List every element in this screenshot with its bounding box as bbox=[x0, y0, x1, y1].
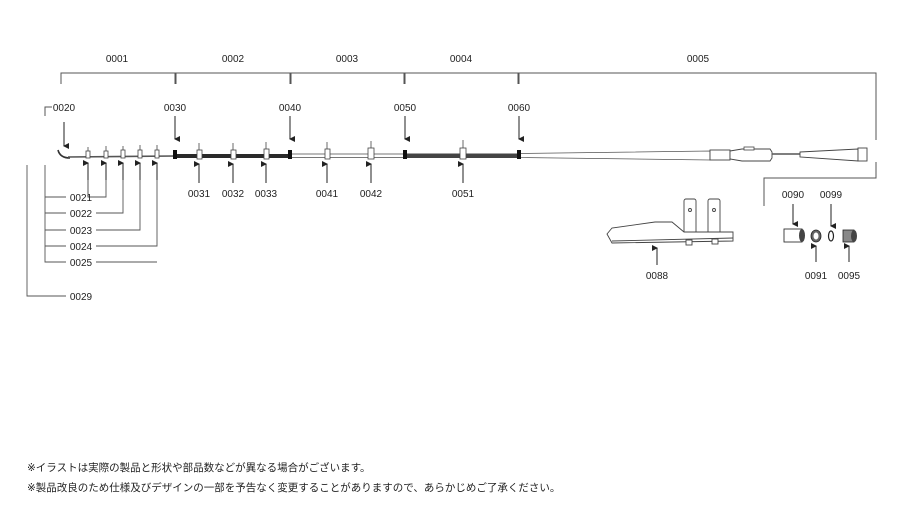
point-label-0050: 0050 bbox=[394, 103, 417, 114]
guide-label-0029: 0029 bbox=[70, 292, 93, 303]
rod-section-0003 bbox=[289, 153, 406, 158]
guide-0031 bbox=[196, 143, 203, 160]
part-0090 bbox=[783, 228, 805, 243]
point-label-0030: 0030 bbox=[164, 103, 187, 114]
guide-0042 bbox=[367, 141, 375, 160]
guide-0033 bbox=[263, 142, 270, 160]
rod-section-0005 bbox=[518, 150, 711, 161]
guide-label-0021: 0021 bbox=[70, 193, 93, 204]
part-label-0099: 0099 bbox=[820, 190, 843, 201]
rear-grip bbox=[799, 148, 859, 162]
rod-tip-top bbox=[57, 149, 71, 159]
reel-seat-front bbox=[709, 149, 731, 161]
section-label-0004: 0004 bbox=[450, 54, 473, 65]
part-0095 bbox=[842, 229, 857, 243]
part-label-0091: 0091 bbox=[805, 271, 828, 282]
butt-cap bbox=[857, 147, 868, 162]
part-label-0088: 0088 bbox=[646, 271, 669, 282]
part-0099 bbox=[827, 230, 835, 242]
guide-0021 bbox=[85, 147, 91, 159]
point-label-0040: 0040 bbox=[279, 103, 302, 114]
guide-label-0042: 0042 bbox=[360, 189, 383, 200]
disclaimer-note-2: ※製品改良のため仕様及びデザインの一部を予告なく変更することがありますので、あら… bbox=[27, 482, 561, 494]
section-label-0003: 0003 bbox=[336, 54, 359, 65]
disclaimer-note-1: ※イラストは実際の製品と形状や部品数などが異なる場合がございます。 bbox=[27, 462, 371, 474]
guide-label-0041: 0041 bbox=[316, 189, 339, 200]
part-0088 bbox=[606, 198, 734, 246]
guide-0032 bbox=[230, 143, 237, 160]
line-guides bbox=[85, 140, 467, 160]
part-label-0095: 0095 bbox=[838, 271, 861, 282]
point-leader-0020 bbox=[44, 106, 52, 116]
section-label-0005: 0005 bbox=[687, 54, 710, 65]
part-0091 bbox=[810, 229, 822, 243]
guide-label-0033: 0033 bbox=[255, 189, 278, 200]
guide-0025 bbox=[154, 145, 160, 159]
guide-leaders-left bbox=[26, 165, 158, 297]
guide-label-0031: 0031 bbox=[188, 189, 211, 200]
guide-0023 bbox=[120, 146, 126, 159]
guide-label-0022: 0022 bbox=[70, 209, 93, 220]
guide-label-0025: 0025 bbox=[70, 258, 93, 269]
guide-0051 bbox=[459, 140, 467, 160]
point-label-0020: 0020 bbox=[53, 103, 76, 114]
guide-label-0023: 0023 bbox=[70, 226, 93, 237]
reel-seat-body bbox=[729, 148, 773, 162]
section-label-0002: 0002 bbox=[222, 54, 245, 65]
part-label-0090: 0090 bbox=[782, 190, 805, 201]
point-label-0060: 0060 bbox=[508, 103, 531, 114]
section-label-0001: 0001 bbox=[106, 54, 129, 65]
section-brackets bbox=[60, 72, 877, 140]
guide-0022 bbox=[103, 146, 109, 159]
guide-label-0024: 0024 bbox=[70, 242, 93, 253]
guide-label-0032: 0032 bbox=[222, 189, 245, 200]
joint-markers bbox=[173, 150, 521, 159]
guide-0024 bbox=[137, 145, 143, 159]
butt-parts-bracket bbox=[763, 162, 877, 206]
guide-label-0051: 0051 bbox=[452, 189, 475, 200]
reel-seat-hood bbox=[743, 146, 755, 151]
guide-0041 bbox=[324, 142, 331, 160]
